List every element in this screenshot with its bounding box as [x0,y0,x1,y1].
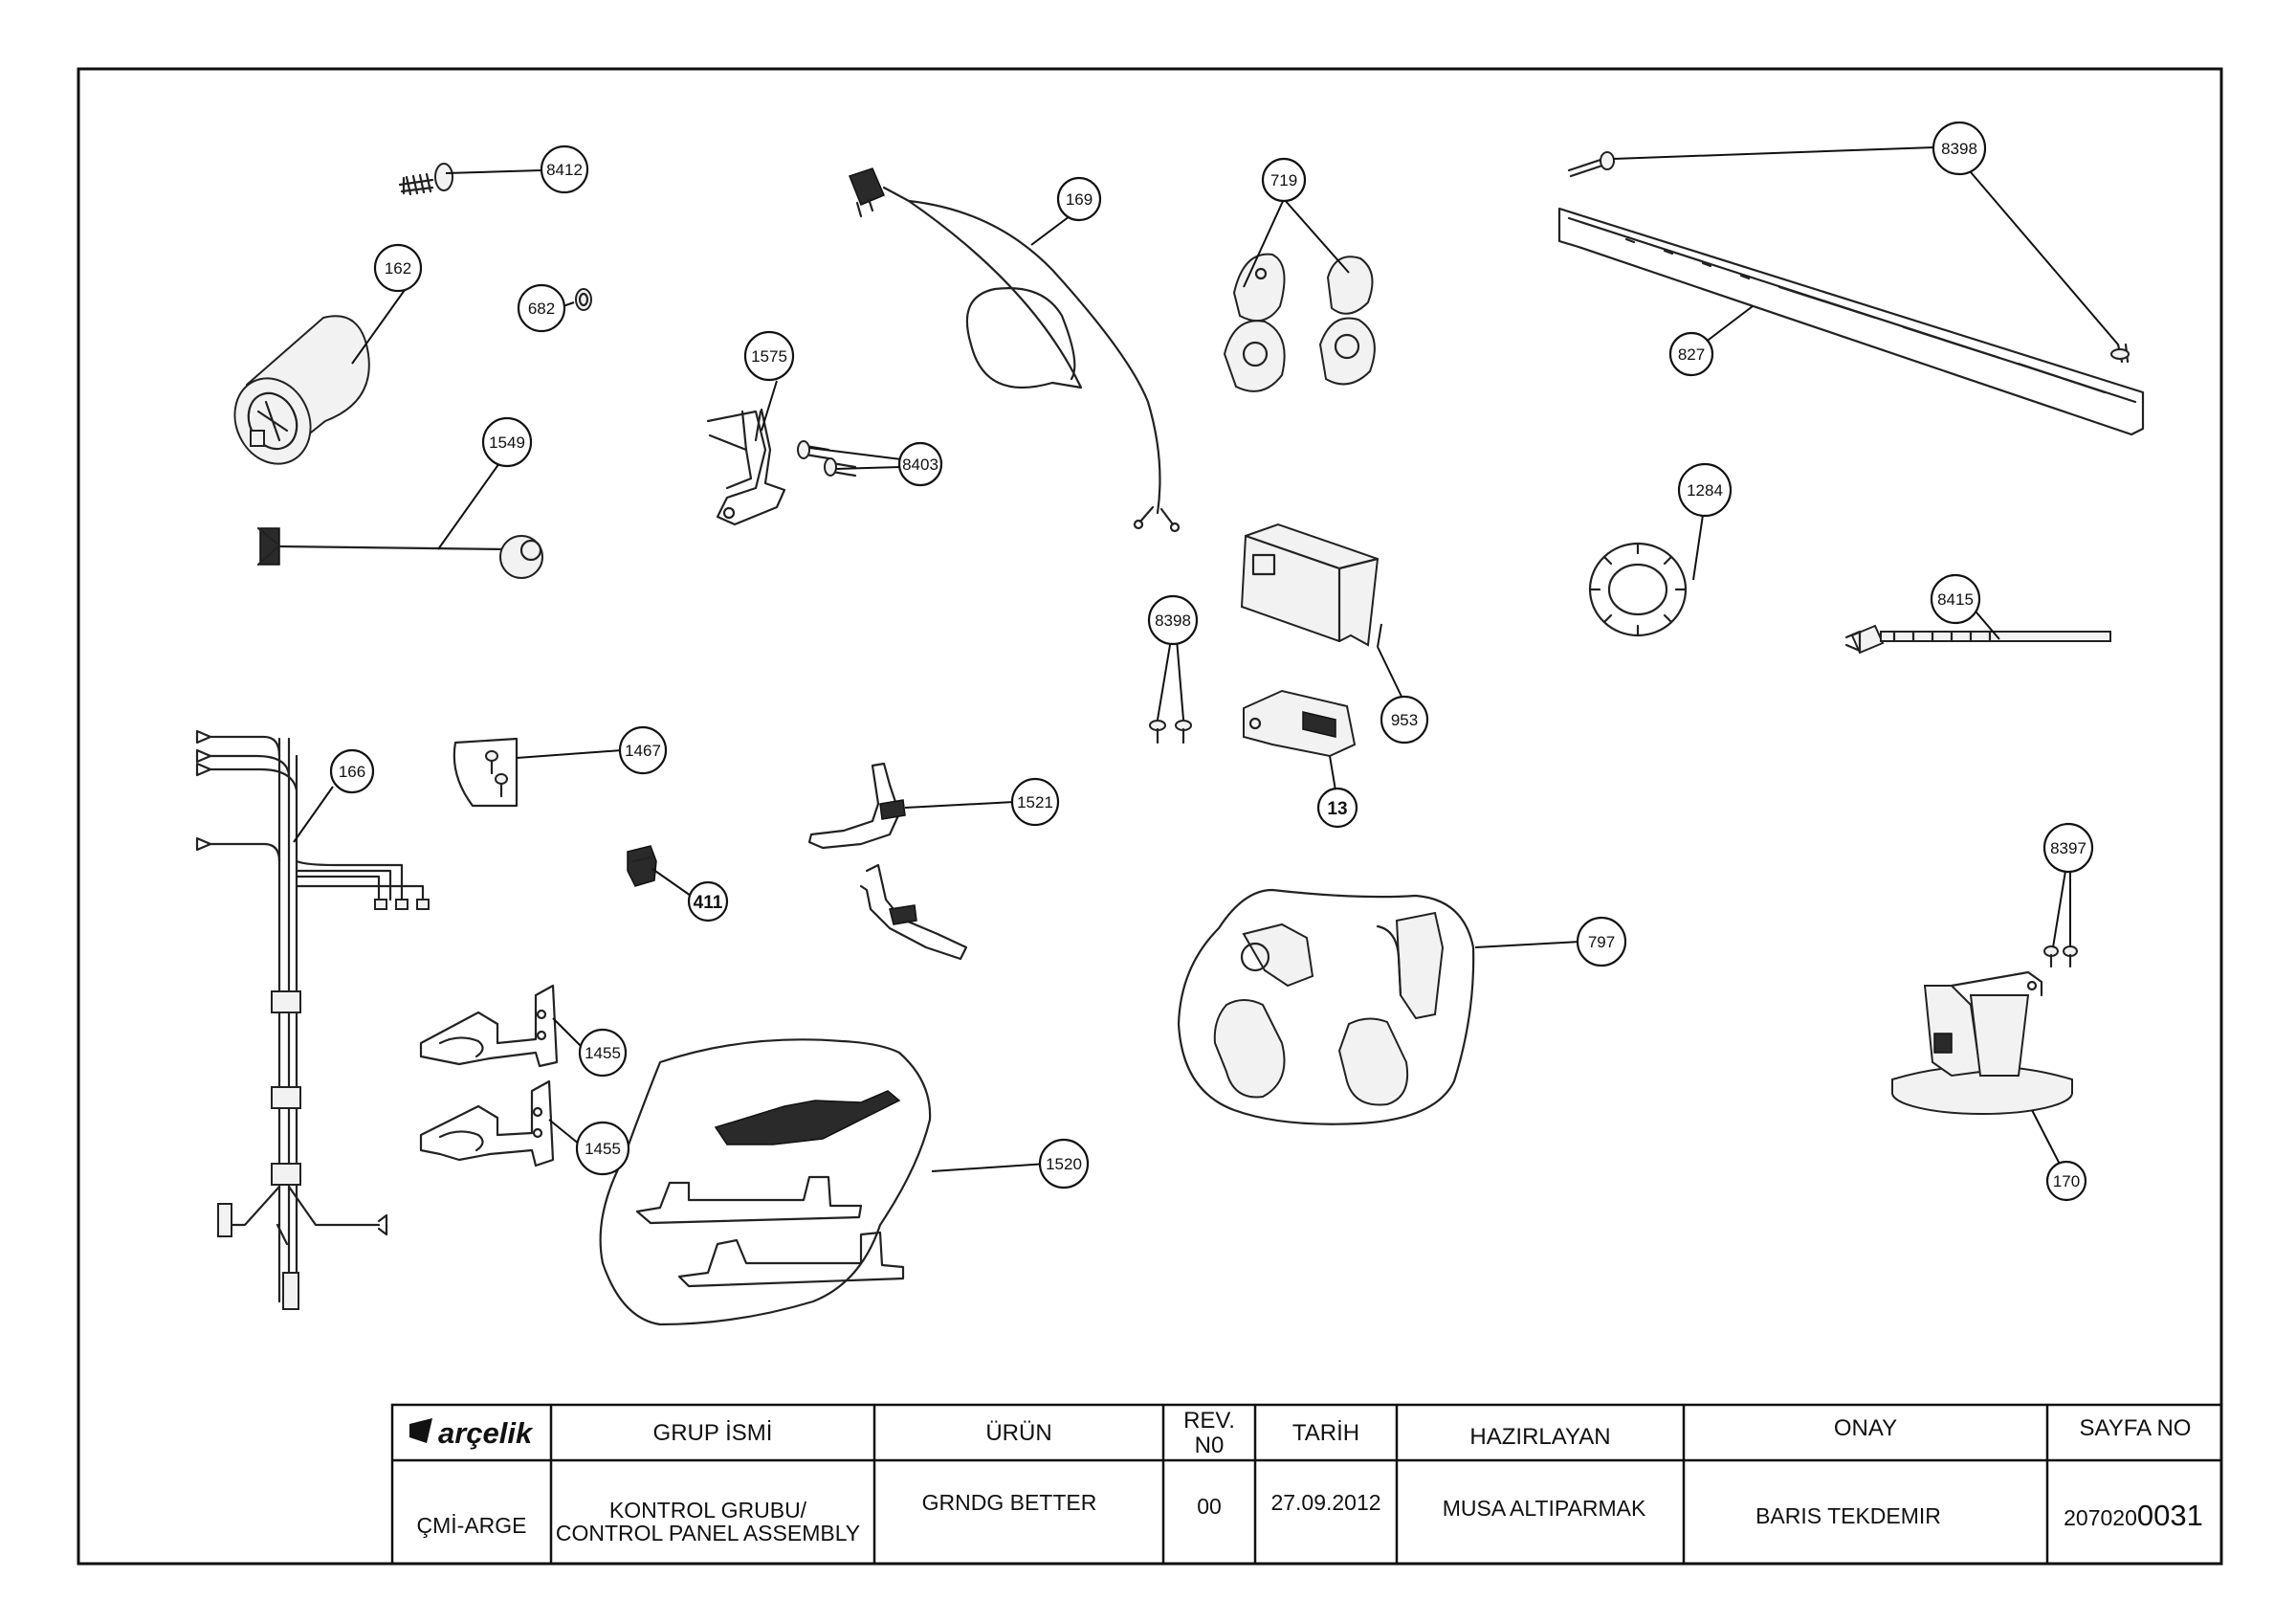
value-page-no: 2070200031 [2064,1499,2203,1532]
balloon-1549: 1549 [481,416,533,468]
svg-text:8398: 8398 [1155,611,1191,630]
value-date: 27.09.2012 [1270,1490,1380,1515]
balloon-8412: 8412 [540,145,589,194]
balloon-1284: 1284 [1677,462,1733,518]
balloon-1467: 1467 [618,725,668,775]
value-approval: BARIS TEKDEMIR [1755,1503,1941,1528]
part-13-door-lock [1243,689,1357,758]
part-1549-sensor [256,526,543,579]
svg-text:1575: 1575 [751,347,787,366]
header-date: TARİH [1292,1420,1359,1446]
part-797-group [1177,888,1475,1125]
value-product: GRNDG BETTER [922,1490,1097,1515]
balloon-719: 719 [1261,157,1307,203]
header-approval: ONAY [1834,1415,1897,1441]
balloon-1575: 1575 [743,330,795,382]
part-1575-bracket [706,408,786,526]
part-166-harness [195,729,430,1310]
svg-text:719: 719 [1270,171,1297,189]
part-1520-clip-group [599,1038,932,1326]
balloon-8398-mid: 8398 [1147,594,1199,646]
svg-text:arçelik: arçelik [438,1416,534,1450]
balloon-1521: 1521 [1010,777,1060,827]
value-prepared-by: MUSA ALTIPARMAK [1443,1496,1646,1521]
leader-lines [293,146,2119,1182]
balloon-411: 411 [687,880,729,923]
balloon-682: 682 [517,283,566,333]
svg-text:8397: 8397 [2050,839,2086,857]
balloon-953: 953 [1380,695,1429,745]
header-group-name: GRUP İSMİ [653,1420,773,1446]
part-170-pressure-switch [1891,970,2073,1115]
svg-text:8403: 8403 [902,456,938,474]
balloon-8415: 8415 [1930,573,1981,625]
balloon-162: 162 [373,243,423,293]
svg-text:13: 13 [1327,799,1347,819]
part-1455-holder-a [419,984,559,1068]
header-page-no: SAYFA NO [2080,1415,2192,1441]
arcelik-logo: arçelik [409,1416,534,1450]
part-8415-cable-tie [1844,624,2111,655]
part-682-nut [575,288,592,311]
title-block: arçelik GRUP İSMİ ÜRÜN REV. N0 TARİH HAZ… [390,1403,2223,1566]
value-group-line1: KONTROL GRUBU/ [609,1498,807,1523]
part-162-capacitor [233,315,370,465]
svg-text:8412: 8412 [546,161,583,179]
part-8412-screw [398,163,453,196]
part-1284-ring [1588,542,1688,637]
header-rev-line2: N0 [1195,1433,1225,1458]
svg-text:411: 411 [694,893,723,913]
svg-text:8398: 8398 [1941,140,1977,158]
part-8403-screws [797,440,857,478]
svg-text:1455: 1455 [585,1140,621,1158]
balloon-13: 13 [1316,787,1358,829]
balloon-1455-b: 1455 [575,1121,630,1176]
svg-text:169: 169 [1066,190,1093,209]
value-department: ÇMİ-ARGE [417,1513,527,1538]
header-product: ÜRÜN [985,1420,1051,1446]
part-411-clip [627,845,657,887]
svg-text:162: 162 [385,259,411,278]
svg-text:1455: 1455 [585,1044,621,1062]
value-rev: 00 [1197,1494,1222,1519]
drawing-frame [77,67,2223,1566]
part-1467-screw-kit [453,737,519,808]
balloon-827: 827 [1668,331,1714,377]
part-953-box [1240,522,1380,647]
svg-text:827: 827 [1678,345,1705,364]
svg-text:8415: 8415 [1937,590,1974,609]
part-719-selector-parts [1223,253,1376,392]
svg-text:1284: 1284 [1687,481,1723,500]
svg-text:1520: 1520 [1046,1155,1082,1173]
balloon-169: 169 [1056,176,1102,222]
balloon-8397: 8397 [2042,822,2094,874]
part-8398-rail-screws [1567,151,2130,364]
header-rev-line1: REV. [1183,1408,1235,1434]
balloon-8403: 8403 [897,441,943,487]
svg-text:682: 682 [528,300,555,318]
svg-text:1521: 1521 [1017,793,1053,812]
part-169-cable [849,167,1181,533]
part-1521-holder [807,762,968,961]
part-1455-holder-b [419,1079,555,1167]
svg-text:953: 953 [1391,711,1418,729]
balloon-1455-a: 1455 [578,1028,628,1078]
svg-text:170: 170 [2053,1172,2080,1190]
svg-text:1467: 1467 [625,742,661,760]
value-group-line2: CONTROL PANEL ASSEMBLY [556,1521,860,1545]
header-prepared-by: HAZIRLAYAN [1469,1424,1610,1450]
balloon-797: 797 [1576,916,1627,967]
svg-text:797: 797 [1588,933,1615,951]
part-827-rail [1557,207,2145,436]
svg-text:166: 166 [339,763,365,781]
svg-text:1549: 1549 [489,434,525,452]
part-8398-screws [1149,720,1192,745]
part-8397-screws [2043,945,2078,968]
balloon-166: 166 [329,748,375,794]
balloon-1520: 1520 [1038,1138,1090,1189]
balloon-8398-top: 8398 [1932,121,1987,176]
balloon-170: 170 [2045,1160,2087,1202]
